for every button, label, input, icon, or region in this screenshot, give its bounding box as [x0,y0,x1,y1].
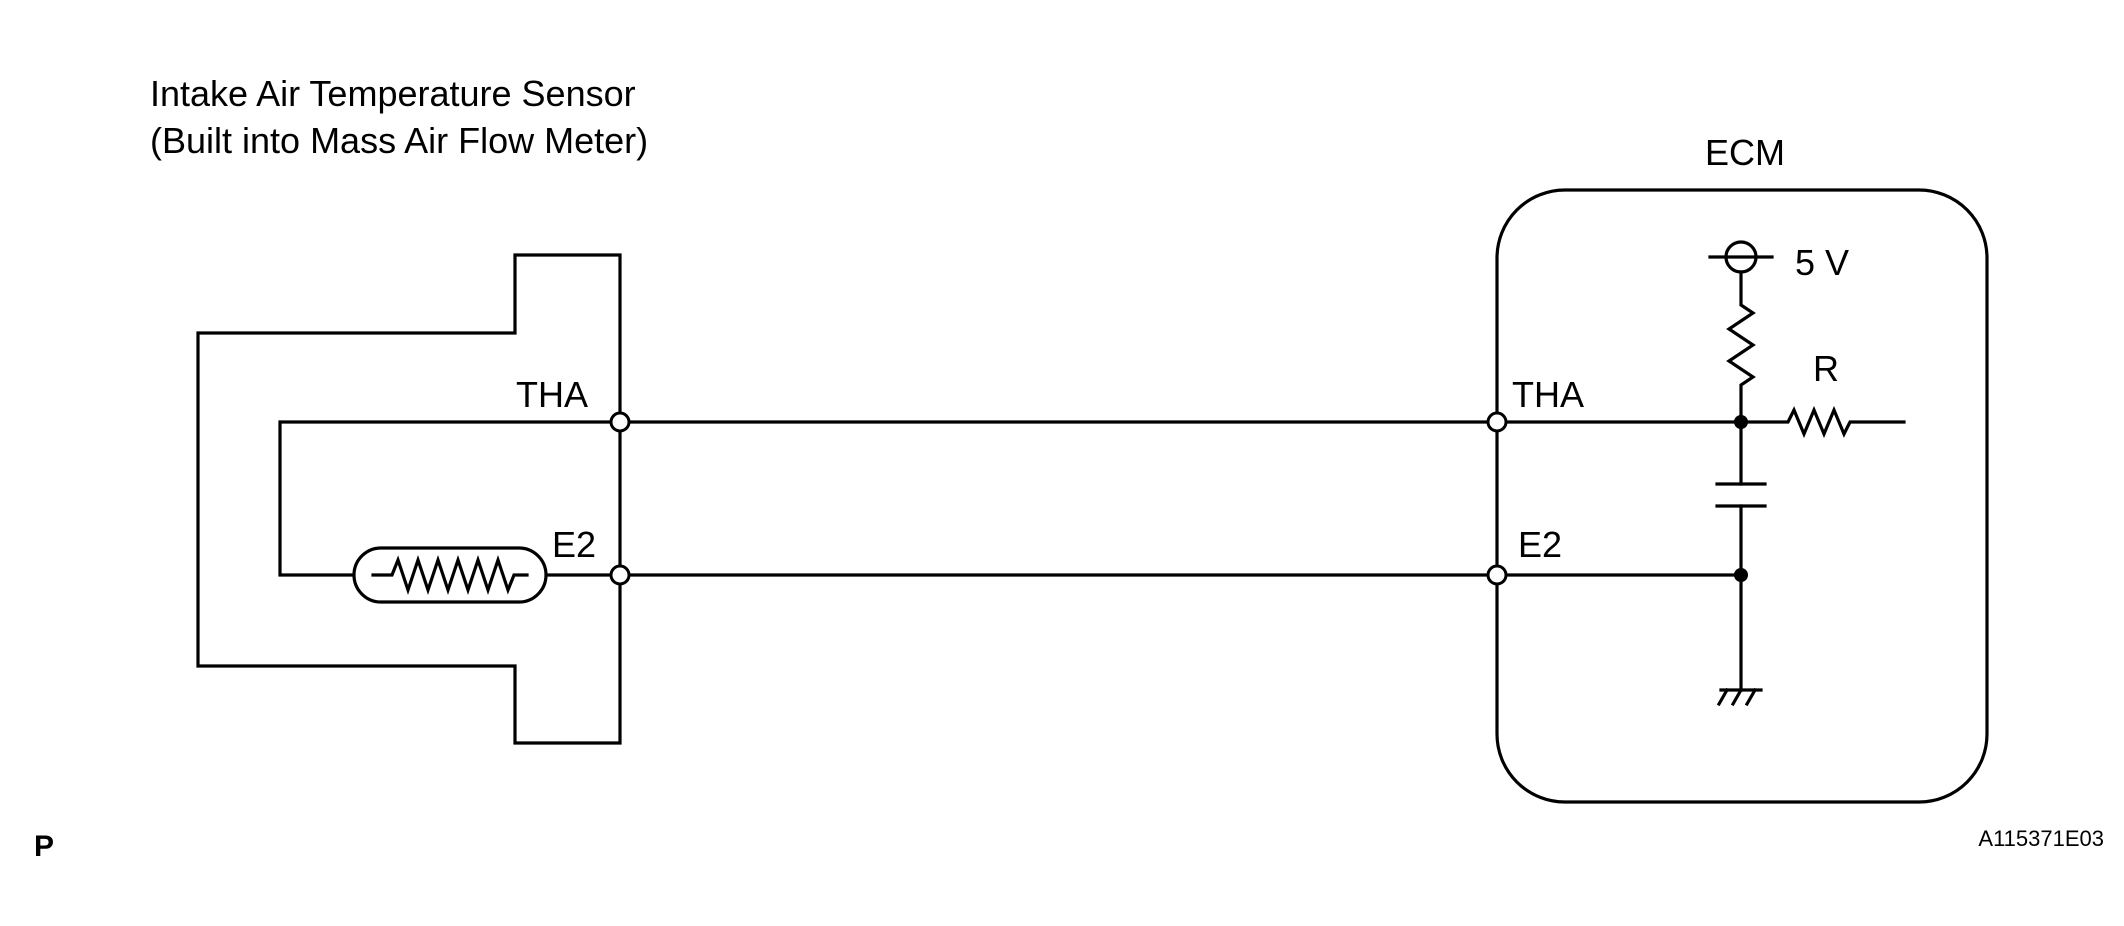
sensor-housing [196,253,622,745]
ecm-title: ECM [1705,132,1785,173]
filter-capacitor [1715,420,1767,577]
sensor-pin-tha-label: THA [516,374,588,415]
figure-id: A115371E03 [1978,826,2104,851]
junction-e2 [1734,568,1748,582]
sensor-pin-e2-label: E2 [552,524,596,565]
supply-5v-label: 5 V [1795,242,1849,283]
sensor-title-line2: (Built into Mass Air Flow Meter) [150,120,648,161]
supply-5v-symbol [1708,240,1774,274]
series-resistor-label: R [1813,348,1839,389]
footer-left-code: P [34,830,54,863]
sensor-internal-loop [278,420,622,577]
junction-tha [1734,415,1748,429]
thermistor [352,546,548,604]
ecm-pin-e2-label: E2 [1518,524,1562,565]
pullup-resistor [1726,270,1756,424]
ecm-box [1495,188,1989,804]
ecm-terminal-tha [1486,411,1508,433]
sensor-terminal-tha [609,411,631,433]
thermistor-zigzag [371,554,529,596]
ecm-terminal-e2 [1486,564,1508,586]
sensor-title-line1: Intake Air Temperature Sensor [150,73,636,114]
sensor-terminal-e2 [609,564,631,586]
series-resistor [1739,405,1906,439]
ecm-pin-tha-label: THA [1512,374,1584,415]
ground-icon [1716,687,1763,707]
